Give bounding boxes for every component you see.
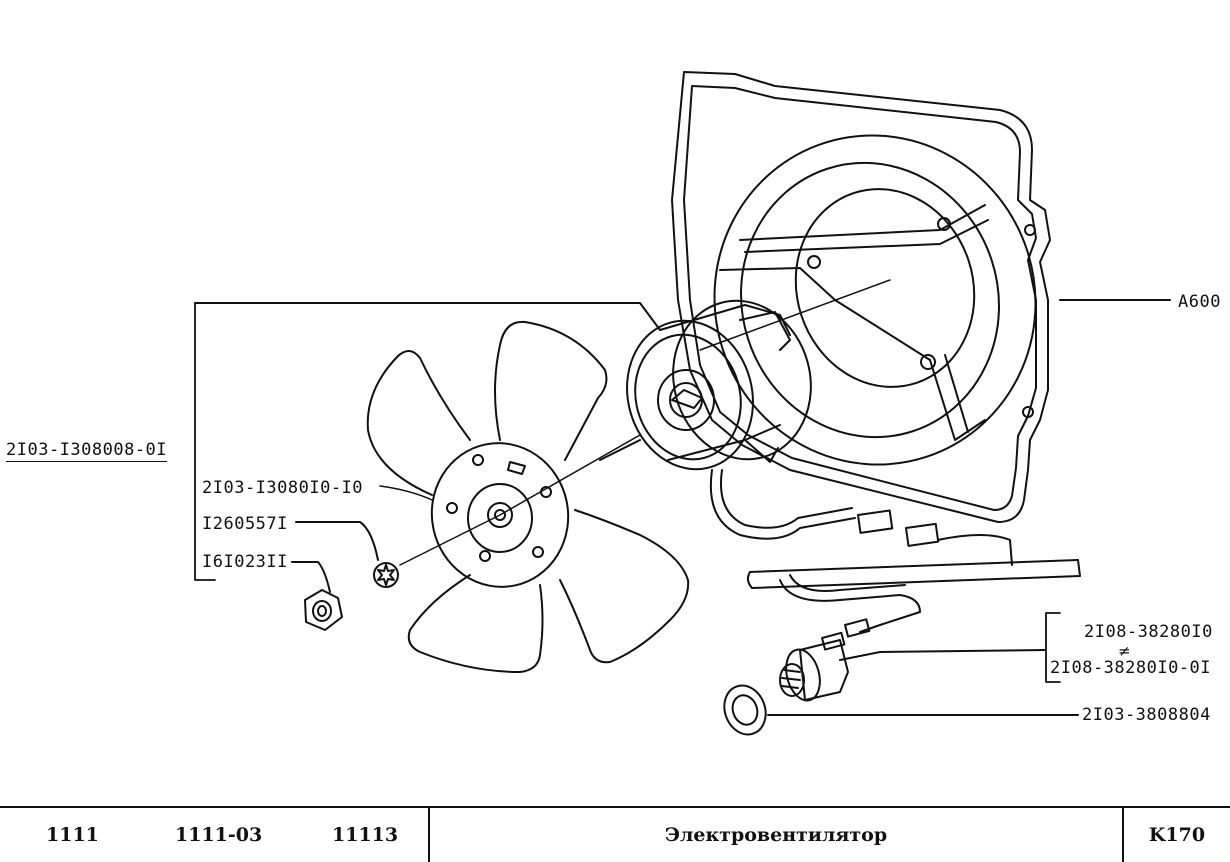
fan-shroud (671, 71, 1171, 523)
callout-switch-a: 2I08-38280I0 (1084, 622, 1213, 642)
model-code-1: 1111 (46, 824, 99, 846)
callout-switch-b: 2I08-38280I0-0I (1050, 658, 1212, 678)
model-code-3: 11113 (332, 824, 399, 846)
fan-motor (194, 279, 891, 471)
wiring-harness (709, 469, 1081, 651)
callout-shroud: A600 (1178, 292, 1221, 312)
footer-divider (1122, 808, 1124, 862)
callout-switch-separator: ≠ (1118, 642, 1131, 660)
temperature-switch (779, 639, 1046, 702)
page-title: Электровентилятор (664, 824, 888, 846)
model-code-2: 1111-03 (175, 824, 263, 846)
switch-bracket (1045, 612, 1061, 683)
callout-nut: I6I023II (202, 552, 288, 572)
hex-nut (291, 561, 343, 631)
fan-impeller (366, 320, 690, 673)
exploded-view-drawing (194, 71, 1171, 736)
catalog-footer: 1111 1111-03 11113 Электровентилятор K17… (0, 806, 1230, 862)
spring-washer (295, 521, 399, 588)
callout-fan: 2I03-I3080I0-I0 (202, 478, 364, 498)
footer-divider (428, 808, 430, 862)
page-code: K170 (1148, 824, 1206, 846)
gasket-ring (723, 684, 1079, 736)
callout-assembly: 2I03-I308008-0I (6, 440, 168, 462)
assembly-bracket (194, 302, 216, 581)
callout-gasket: 2I03-3808804 (1082, 705, 1211, 725)
callout-washer: I260557I (202, 514, 288, 534)
